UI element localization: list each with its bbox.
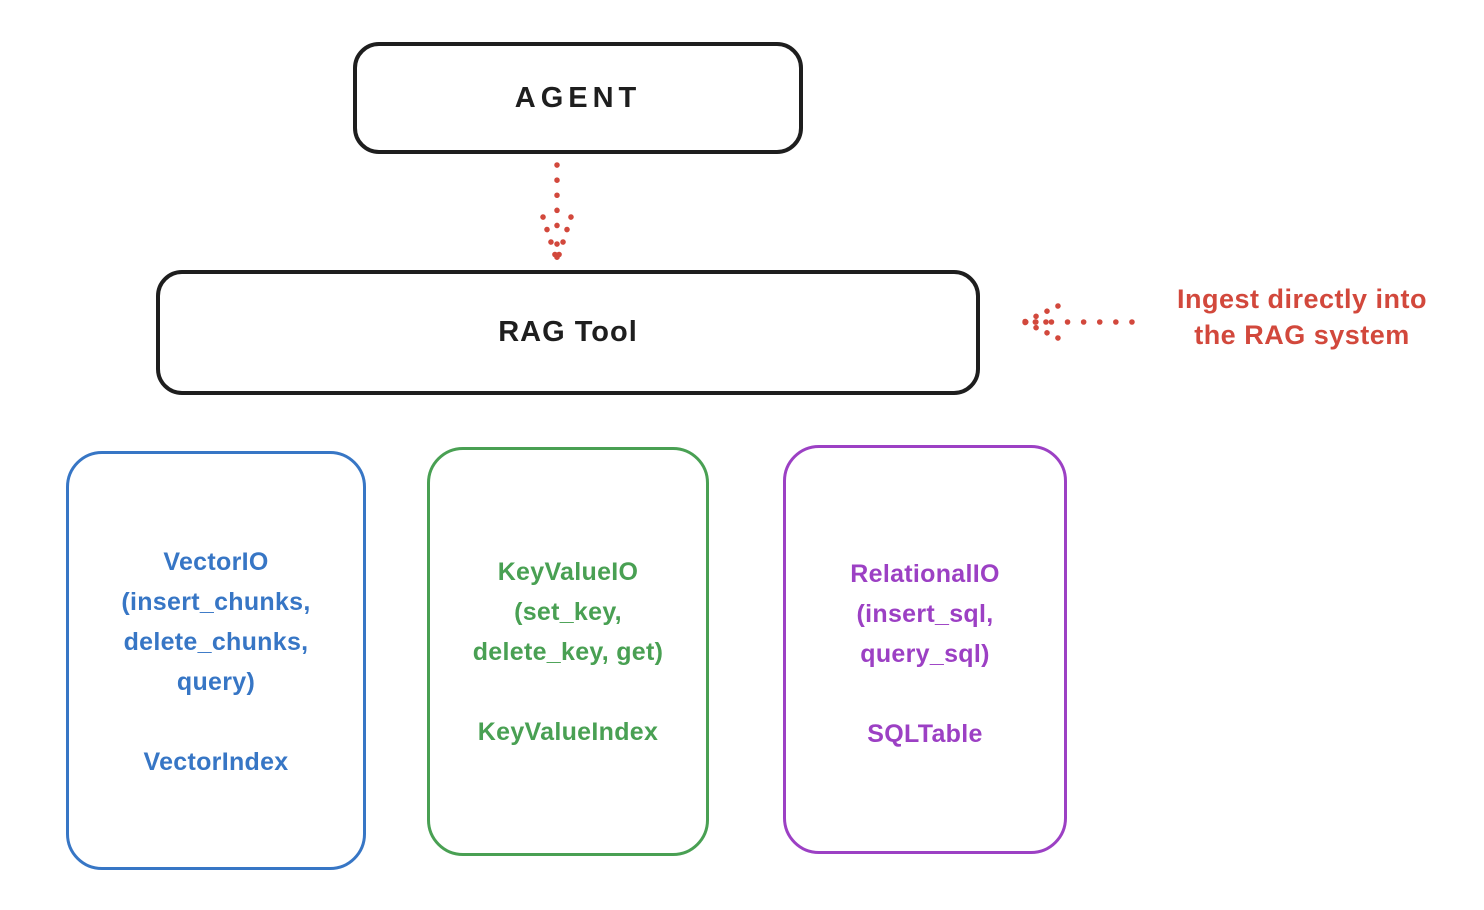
keyvalue-io-box: KeyValueIO (set_key, delete_key, get) Ke… (427, 447, 709, 856)
keyvalue-io-api-line: delete_key, get) (472, 638, 664, 666)
vector-io-api-line: query) (176, 668, 256, 696)
keyvalue-io-text: KeyValueIO (set_key, delete_key, get) Ke… (430, 552, 706, 752)
relational-io-box: RelationalIO (insert_sql, query_sql) SQL… (783, 445, 1067, 854)
rag-tool-label: RAG Tool (498, 316, 638, 348)
vector-io-text: VectorIO (insert_chunks, delete_chunks, … (69, 542, 363, 782)
vector-index-label: VectorIndex (143, 748, 289, 776)
relational-io-api-line: query_sql) (860, 640, 990, 668)
ingest-annotation-line1: Ingest directly into (1176, 284, 1428, 314)
ingest-annotation-line2: the RAG system (1194, 320, 1410, 350)
vector-io-api-line: delete_chunks, (123, 628, 309, 656)
relational-io-api-line: RelationalIO (850, 560, 1000, 588)
agent-to-rag-dotted-arrow-icon (540, 162, 574, 264)
sql-table-label: SQLTable (867, 720, 983, 748)
agent-box: AGENT (353, 42, 803, 154)
vector-io-api-line: (insert_chunks, (121, 588, 311, 616)
keyvalue-io-api-line: KeyValueIO (497, 558, 639, 586)
agent-label: AGENT (514, 81, 642, 114)
relational-io-api-line: (insert_sql, (856, 600, 994, 628)
keyvalue-index-label: KeyValueIndex (477, 718, 659, 746)
vector-io-box: VectorIO (insert_chunks, delete_chunks, … (66, 451, 366, 870)
ingest-dotted-arrow-icon (1021, 303, 1135, 341)
keyvalue-io-api-line: (set_key, (514, 598, 622, 626)
vector-io-api-line: VectorIO (163, 548, 269, 576)
rag-tool-box: RAG Tool (156, 270, 980, 395)
ingest-annotation: Ingest directly into the RAG system (1128, 281, 1476, 353)
relational-io-text: RelationalIO (insert_sql, query_sql) SQL… (786, 554, 1064, 754)
